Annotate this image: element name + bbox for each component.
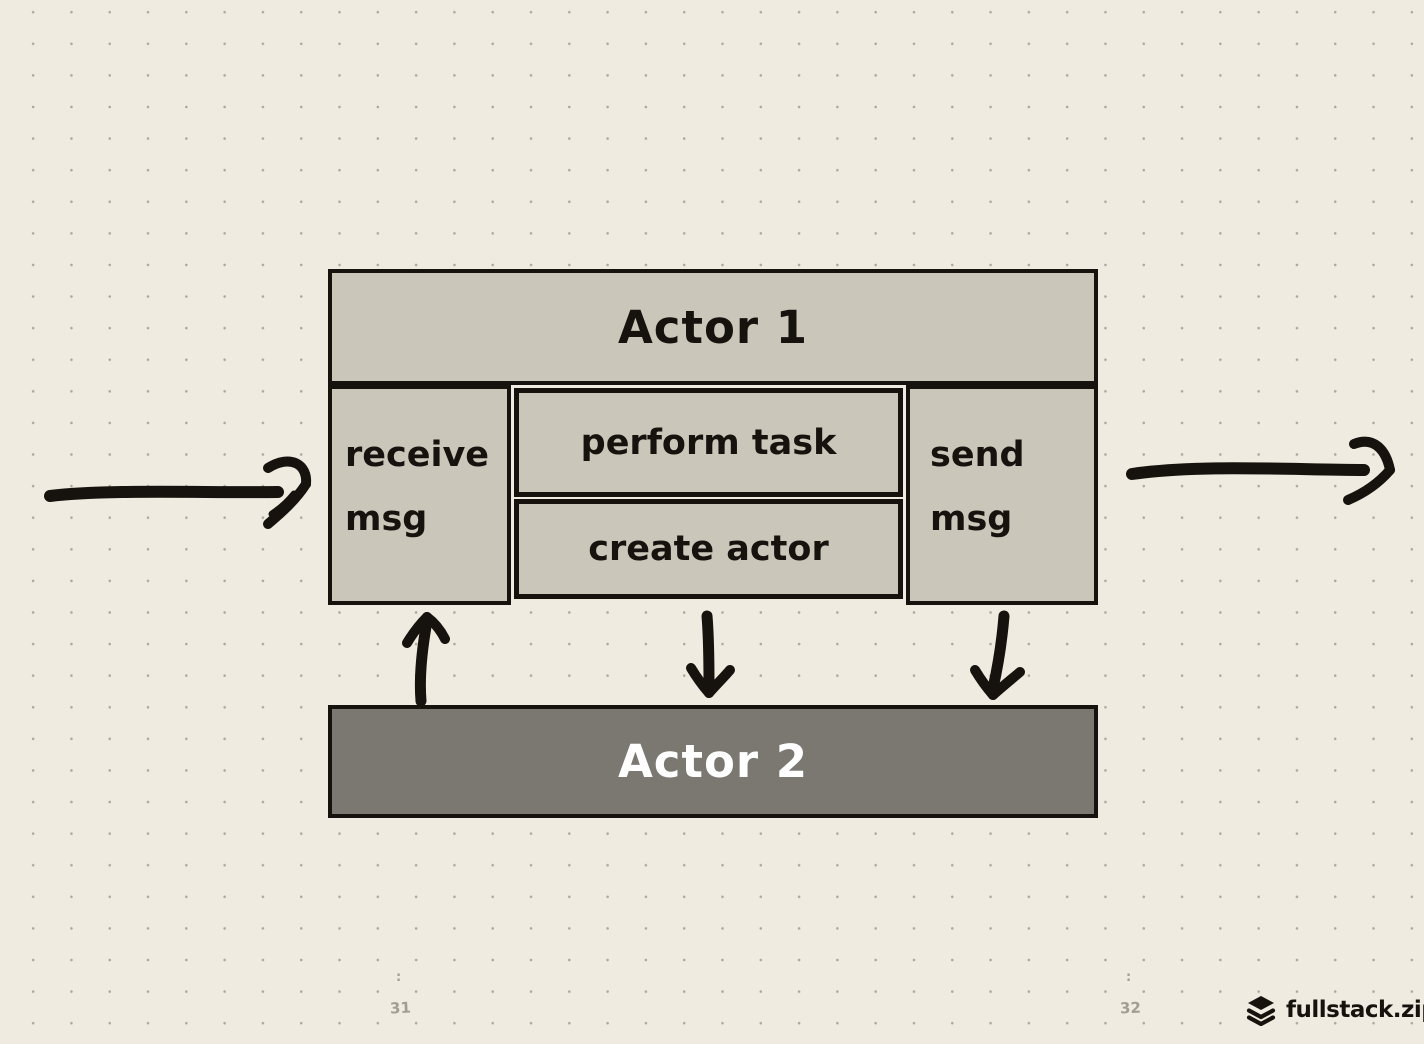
create-actor-label: create actor xyxy=(588,529,829,569)
actor1-box: Actor 1 xyxy=(328,269,1098,385)
actor2-title: Actor 2 xyxy=(617,735,809,788)
receive-msg-cell: receive msg xyxy=(328,385,511,605)
down-arrow-send-to-actor2-icon xyxy=(970,610,1025,700)
send-msg-label-line2: msg xyxy=(930,499,1013,539)
footer-tick-right: : xyxy=(1126,970,1132,985)
receive-msg-label-line1: receive xyxy=(345,435,490,475)
logo-text: fullstack.zip xyxy=(1286,997,1424,1023)
actor1-title: Actor 1 xyxy=(617,300,809,354)
footer-tick-left: : xyxy=(396,970,402,985)
send-msg-cell: send msg xyxy=(906,385,1098,605)
perform-task-label: perform task xyxy=(580,422,837,463)
send-msg-label-line1: send xyxy=(930,435,1025,475)
receive-msg-label-line2: msg xyxy=(345,499,428,539)
perform-task-cell: perform task xyxy=(514,388,903,497)
outgoing-message-arrow-icon xyxy=(1126,436,1395,505)
up-arrow-actor2-to-receive-icon xyxy=(402,612,450,707)
page-number-right: 32 xyxy=(1119,998,1142,1018)
incoming-message-arrow-icon xyxy=(44,456,312,529)
page-number-left: 31 xyxy=(389,998,412,1018)
layers-icon xyxy=(1246,996,1276,1026)
down-arrow-create-to-actor2-icon xyxy=(686,610,735,698)
actor2-box: Actor 2 xyxy=(328,705,1098,818)
fullstack-zip-logo: fullstack.zip xyxy=(1245,994,1424,1026)
create-actor-cell: create actor xyxy=(514,499,903,599)
